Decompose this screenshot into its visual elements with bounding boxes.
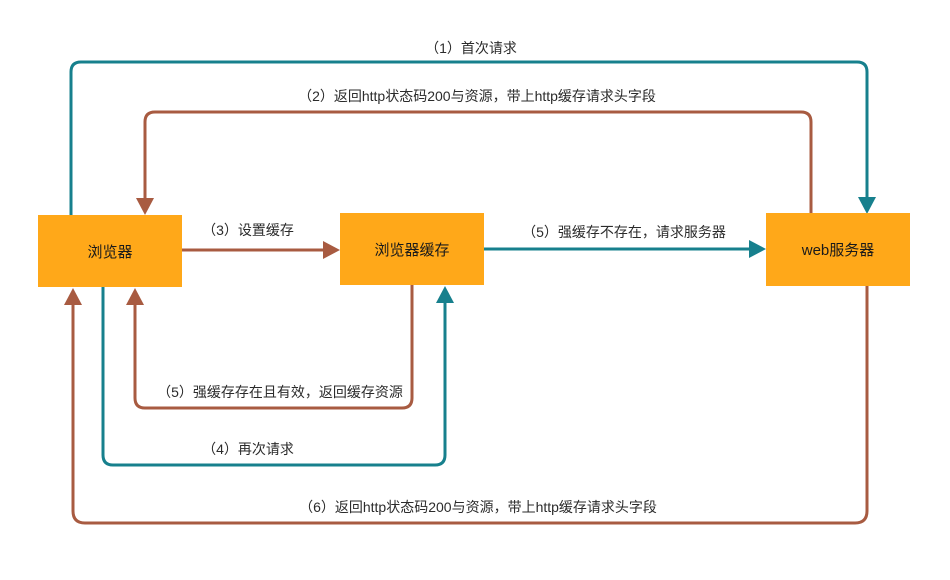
node-browser-cache: 浏览器缓存 <box>340 213 484 285</box>
edge-cache-miss-label: （5）强缓存不存在，请求服务器 <box>522 224 726 240</box>
edge-cache-hit-line <box>133 285 414 410</box>
edge-first-response-line <box>143 110 813 213</box>
edge-set-cache-arrowhead <box>323 241 340 259</box>
edge-cache-hit-label: （5）强缓存存在且有效，返回缓存资源 <box>157 384 403 400</box>
node-web-server-label: web服务器 <box>801 242 875 259</box>
edge-first-response-label: （2）返回http状态码200与资源，带上http缓存请求头字段 <box>298 88 656 104</box>
node-browser-cache-label: 浏览器缓存 <box>374 241 450 259</box>
edge-second-response-line <box>71 286 869 525</box>
edge-first-response-arrowhead <box>136 198 154 215</box>
edge-cache-miss-arrowhead <box>749 240 766 258</box>
edge-first-request-label: （1）首次请求 <box>425 40 517 56</box>
edge-repeat-request-line <box>101 287 447 467</box>
node-browser: 浏览器 <box>38 215 182 287</box>
node-web-server: web服务器 <box>766 213 910 286</box>
node-browser-label: 浏览器 <box>87 243 133 261</box>
edge-second-response-arrowhead <box>64 288 82 305</box>
edge-repeat-request-label: （4）再次请求 <box>202 441 294 457</box>
edge-cache-hit-arrowhead <box>126 288 144 305</box>
edge-repeat-request-arrowhead <box>436 286 454 303</box>
edge-second-response-label: （6）返回http状态码200与资源，带上http缓存请求头字段 <box>299 499 657 515</box>
edge-first-request-line <box>69 60 869 215</box>
edge-set-cache-label: （3）设置缓存 <box>202 222 294 238</box>
edge-first-request-arrowhead <box>858 197 876 214</box>
